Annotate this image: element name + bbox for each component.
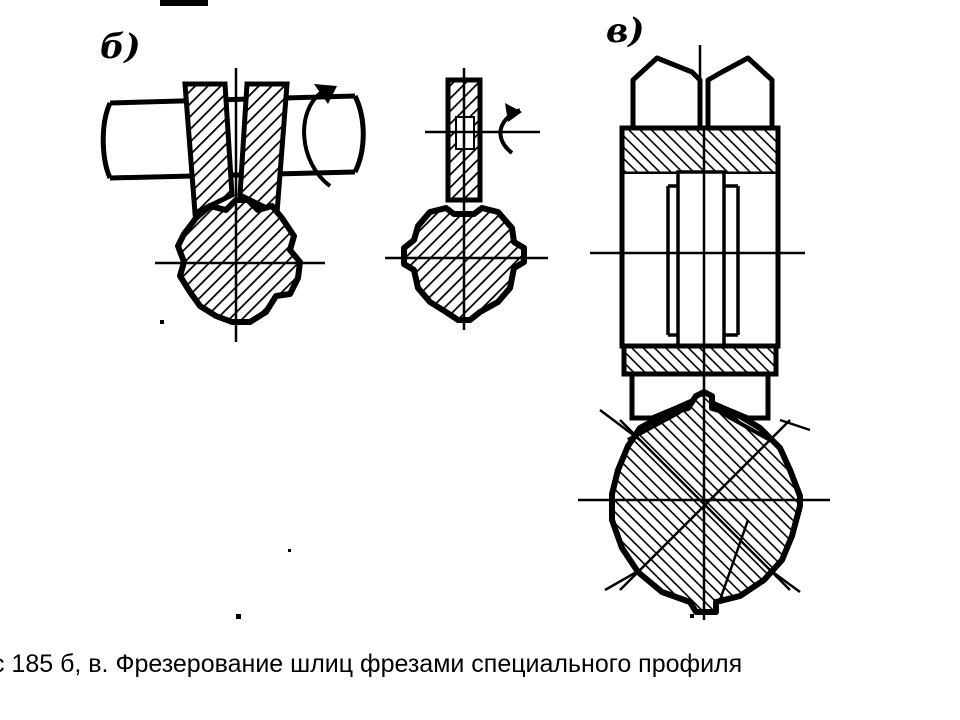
figure-caption: ис 185 б, в. Фрезерование шлиц фрезами с… bbox=[0, 650, 743, 678]
cutter-mandrel bbox=[100, 93, 366, 181]
right-side-cutter bbox=[237, 81, 290, 217]
spline-shaft-large bbox=[609, 389, 803, 615]
lower-flange bbox=[621, 343, 779, 377]
cutter-top-teeth bbox=[630, 45, 775, 128]
centerlines-v bbox=[578, 128, 830, 620]
rotation-arrow bbox=[302, 90, 332, 188]
label-v: в) bbox=[606, 11, 645, 51]
label-b: б) bbox=[100, 27, 141, 67]
fig-b-left-assembly bbox=[100, 68, 366, 342]
fig-v-assembly bbox=[578, 45, 830, 620]
centerlines-right bbox=[385, 68, 548, 330]
spline-shaft-left bbox=[175, 197, 303, 325]
centerlines-left bbox=[155, 68, 325, 342]
fig-b-right-assembly bbox=[385, 68, 548, 330]
cutter-hub bbox=[619, 170, 781, 349]
left-side-cutter bbox=[182, 81, 235, 217]
upper-flange bbox=[619, 125, 781, 177]
